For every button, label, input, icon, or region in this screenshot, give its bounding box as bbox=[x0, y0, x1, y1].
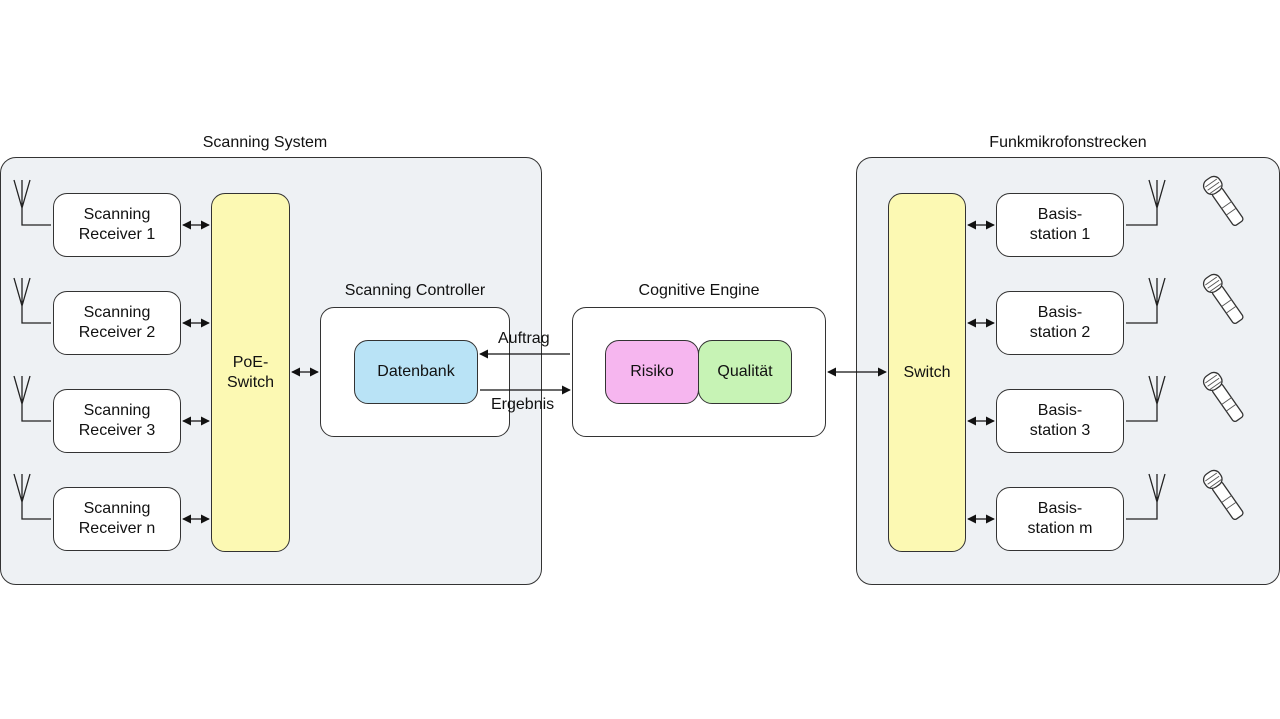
receiver-3-line2: Receiver 3 bbox=[78, 422, 156, 439]
microphone-icon bbox=[1200, 467, 1248, 523]
scanning-system-title: Scanning System bbox=[202, 134, 328, 151]
station-2-line1: Basis- bbox=[1037, 304, 1083, 321]
station-3-line1: Basis- bbox=[1037, 402, 1083, 419]
result-label: Ergebnis bbox=[491, 396, 555, 413]
poe-switch-line2: Switch bbox=[226, 373, 275, 391]
station-1-line1: Basis- bbox=[1037, 206, 1083, 223]
poe-switch-box: PoE- Switch bbox=[211, 193, 290, 552]
database-box: Datenbank bbox=[354, 340, 478, 404]
quality-box: Qualität bbox=[698, 340, 792, 404]
base-station-m: Basis-station m bbox=[996, 487, 1124, 551]
poe-switch-line1: PoE- bbox=[232, 353, 269, 371]
microphone-icon bbox=[1200, 173, 1248, 229]
antenna-icon bbox=[13, 179, 51, 226]
receiver-2-line2: Receiver 2 bbox=[78, 324, 156, 341]
antenna-icon bbox=[1126, 473, 1166, 520]
antenna-icon bbox=[13, 277, 51, 324]
antenna-icon bbox=[13, 375, 51, 422]
station-m-line1: Basis- bbox=[1037, 500, 1083, 517]
request-label: Auftrag bbox=[498, 330, 550, 347]
station-2-line2: station 2 bbox=[1029, 324, 1091, 341]
receiver-1-line1: Scanning bbox=[83, 206, 151, 223]
base-station-2: Basis-station 2 bbox=[996, 291, 1124, 355]
microphone-icon bbox=[1200, 271, 1248, 327]
receiver-2-line1: Scanning bbox=[83, 304, 151, 321]
station-1-line2: station 1 bbox=[1029, 226, 1091, 243]
microphone-icon bbox=[1200, 369, 1248, 425]
antenna-icon bbox=[13, 473, 51, 520]
base-station-1: Basis-station 1 bbox=[996, 193, 1124, 257]
antenna-icon bbox=[1126, 375, 1166, 422]
station-3-line2: station 3 bbox=[1029, 422, 1091, 439]
switch-box: Switch bbox=[888, 193, 966, 552]
funk-title: Funkmikrofonstrecken bbox=[989, 134, 1147, 151]
receiver-n-line2: Receiver n bbox=[78, 520, 156, 537]
station-m-line2: station m bbox=[1027, 520, 1093, 537]
base-station-3: Basis-station 3 bbox=[996, 389, 1124, 453]
receiver-1-line2: Receiver 1 bbox=[78, 226, 156, 243]
antenna-icon bbox=[1126, 277, 1166, 324]
antenna-icon bbox=[1126, 179, 1166, 226]
receiver-3-line1: Scanning bbox=[83, 402, 151, 419]
scanning-controller-title: Scanning Controller bbox=[344, 282, 486, 299]
receiver-n-line1: Scanning bbox=[83, 500, 151, 517]
cognitive-engine-title: Cognitive Engine bbox=[638, 282, 760, 299]
